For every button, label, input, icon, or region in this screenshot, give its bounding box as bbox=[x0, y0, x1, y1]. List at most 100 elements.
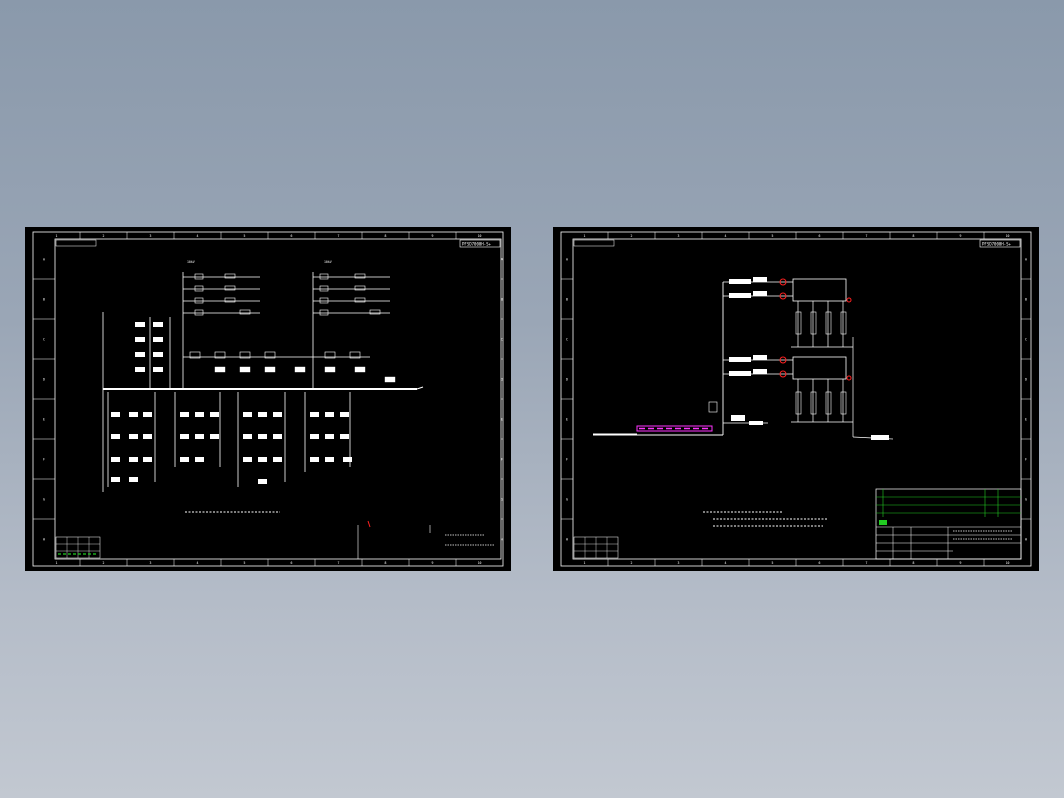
lower-branch-group-1 bbox=[107, 392, 156, 487]
row-letter: H bbox=[1025, 538, 1027, 542]
row-letter: B bbox=[43, 298, 45, 302]
lower-branch-group-3 bbox=[237, 392, 286, 487]
row-letter: H bbox=[566, 538, 568, 542]
magenta-cable-highlight bbox=[636, 425, 713, 432]
row-letter: E bbox=[1025, 418, 1027, 422]
upper-feeder-group-left bbox=[182, 272, 260, 322]
column-number: 2 bbox=[103, 561, 105, 565]
main-feeder bbox=[593, 282, 768, 436]
column-number: 1 bbox=[56, 234, 58, 238]
column-number: 8 bbox=[913, 234, 915, 238]
row-letter: D bbox=[566, 378, 568, 382]
column-number: 5 bbox=[772, 561, 774, 565]
row-letter: F bbox=[1025, 458, 1027, 462]
revision-block bbox=[55, 536, 101, 559]
column-number: 4 bbox=[725, 234, 727, 238]
row-letter: C bbox=[1025, 338, 1027, 342]
title-block bbox=[875, 488, 1022, 560]
column-number: 4 bbox=[725, 561, 727, 565]
row-letters: A A B B C C D D E E F F G G H H bbox=[566, 258, 1027, 542]
bus-end bbox=[416, 386, 424, 390]
column-number: 10 bbox=[478, 234, 482, 238]
lower-branch-group-4 bbox=[304, 392, 352, 472]
border-ticks bbox=[561, 232, 1031, 566]
row-letter: G bbox=[566, 498, 568, 502]
column-number: 3 bbox=[150, 234, 152, 238]
row-letter: G bbox=[43, 498, 45, 502]
column-number: 7 bbox=[866, 561, 868, 565]
row-letter: A bbox=[501, 258, 503, 262]
top-left-label-box bbox=[573, 239, 615, 247]
column-number: 7 bbox=[338, 561, 340, 565]
column-number: 10 bbox=[1006, 561, 1010, 565]
column-number: 5 bbox=[244, 234, 246, 238]
column-number: 2 bbox=[631, 561, 633, 565]
row-letter: C bbox=[501, 338, 503, 342]
row-letter: A bbox=[1025, 258, 1027, 262]
row-letter: F bbox=[501, 458, 503, 462]
bus-label-left: 10kV bbox=[187, 260, 195, 264]
column-number: 7 bbox=[866, 234, 868, 238]
upper-transformer-group bbox=[723, 277, 853, 348]
row-letter: E bbox=[566, 418, 568, 422]
row-letter: H bbox=[501, 538, 503, 542]
row-letter: E bbox=[501, 418, 503, 422]
column-number: 9 bbox=[960, 234, 962, 238]
column-number: 9 bbox=[432, 561, 434, 565]
column-number: 6 bbox=[819, 234, 821, 238]
top-left-label-box bbox=[55, 239, 97, 247]
drawing-number-box bbox=[459, 239, 501, 248]
column-number: 3 bbox=[678, 561, 680, 565]
row-letter: F bbox=[566, 458, 568, 462]
revision-block bbox=[573, 536, 619, 559]
drawing-number: PFSD7000H-S+ bbox=[982, 242, 1011, 247]
inner-border bbox=[572, 238, 1022, 560]
column-number: 9 bbox=[432, 234, 434, 238]
row-letter: A bbox=[566, 258, 568, 262]
lower-branch-group-2 bbox=[174, 392, 221, 467]
row-letter: D bbox=[1025, 378, 1027, 382]
column-number: 1 bbox=[584, 561, 586, 565]
column-number: 8 bbox=[385, 561, 387, 565]
outer-border bbox=[32, 231, 504, 567]
row-letter: B bbox=[566, 298, 568, 302]
column-number: 3 bbox=[678, 234, 680, 238]
row-letter: E bbox=[43, 418, 45, 422]
column-number: 10 bbox=[478, 561, 482, 565]
column-number: 10 bbox=[1006, 234, 1010, 238]
red-mark bbox=[367, 520, 371, 528]
column-number: 4 bbox=[197, 234, 199, 238]
row-letter: H bbox=[43, 538, 45, 542]
lower-transformer-group bbox=[723, 337, 894, 440]
row-letter: D bbox=[43, 378, 45, 382]
border-ticks bbox=[33, 232, 503, 566]
column-number: 4 bbox=[197, 561, 199, 565]
middle-distribution bbox=[182, 322, 396, 389]
drawing-number-box bbox=[979, 239, 1021, 248]
row-letter: G bbox=[501, 498, 503, 502]
drawing-number: PFSD7000H-S+ bbox=[462, 242, 491, 247]
column-number: 5 bbox=[772, 234, 774, 238]
row-letter: B bbox=[501, 298, 503, 302]
column-number: 5 bbox=[244, 561, 246, 565]
column-number: 6 bbox=[291, 234, 293, 238]
column-number: 2 bbox=[103, 234, 105, 238]
column-number: 2 bbox=[631, 234, 633, 238]
row-letter: B bbox=[1025, 298, 1027, 302]
row-letter: G bbox=[1025, 498, 1027, 502]
column-number: 6 bbox=[819, 561, 821, 565]
column-number: 1 bbox=[584, 234, 586, 238]
column-number: 1 bbox=[56, 561, 58, 565]
row-letter: C bbox=[566, 338, 568, 342]
column-number: 8 bbox=[913, 561, 915, 565]
row-letter: A bbox=[43, 258, 45, 262]
left-upper-blocks bbox=[135, 317, 171, 389]
row-letter: F bbox=[43, 458, 45, 462]
